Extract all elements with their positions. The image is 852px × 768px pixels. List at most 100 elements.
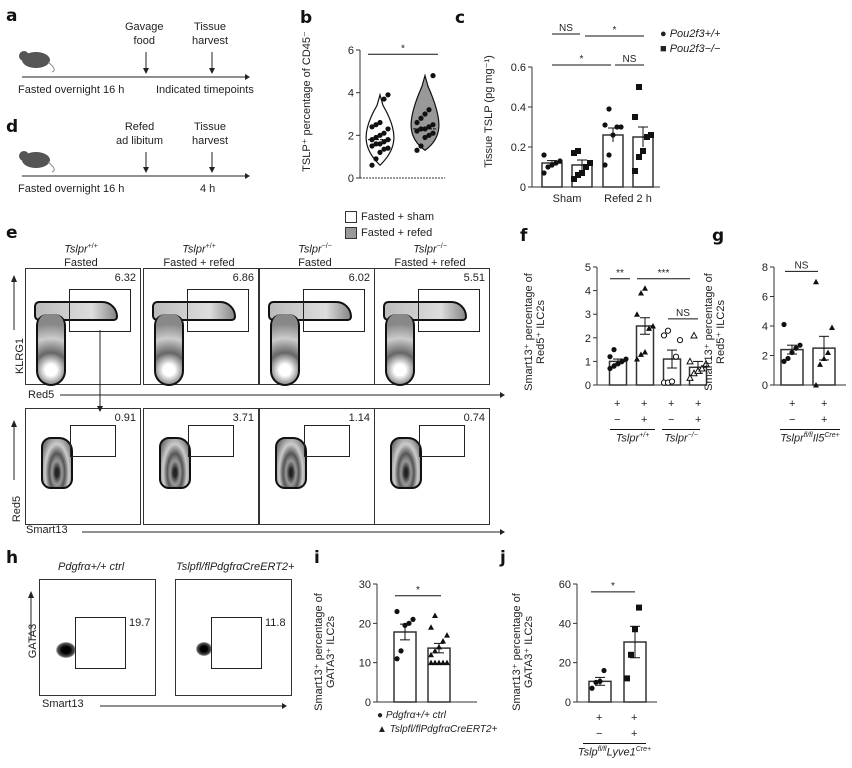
data-point bbox=[575, 148, 581, 154]
a-left: Fasted overnight 16 h bbox=[18, 84, 125, 96]
group-underline bbox=[583, 743, 646, 744]
data-point bbox=[381, 96, 387, 102]
timelines bbox=[19, 51, 250, 179]
significance-label: * bbox=[401, 43, 405, 54]
fasted-sign: + bbox=[614, 398, 621, 410]
refed-sign: − bbox=[596, 728, 603, 740]
data-point bbox=[377, 132, 383, 138]
y-tick-label: 0.6 bbox=[511, 62, 526, 74]
data-point bbox=[829, 324, 835, 330]
e-top-xlabel: Red5 bbox=[28, 389, 55, 401]
data-point bbox=[444, 632, 450, 638]
data-point bbox=[373, 134, 379, 141]
data-point bbox=[369, 143, 375, 149]
significance-label: * bbox=[416, 585, 420, 596]
significance-label: NS bbox=[623, 54, 637, 65]
data-point bbox=[385, 145, 391, 151]
group-underline bbox=[610, 429, 655, 430]
e-column-title: Tslpr+/+Fasted + refed bbox=[163, 243, 235, 269]
data-point bbox=[607, 354, 613, 360]
data-point bbox=[436, 643, 442, 650]
x-tick-label: Refed 2 h bbox=[604, 193, 652, 205]
significance-label: * bbox=[613, 25, 617, 36]
flow-plot-e-bottom: 3.71 bbox=[143, 408, 259, 525]
data-point bbox=[426, 124, 432, 130]
data-point bbox=[638, 289, 644, 296]
data-point bbox=[610, 132, 616, 138]
data-point bbox=[668, 378, 676, 385]
y-tick-label: 60 bbox=[559, 579, 571, 591]
data-point bbox=[373, 156, 379, 162]
panel-g-label: g bbox=[712, 226, 725, 246]
data-point bbox=[587, 160, 593, 166]
flow-plot-e-bottom: 0.91 bbox=[25, 408, 141, 525]
a-step1: Gavage food bbox=[125, 21, 164, 47]
panel-j-label: j bbox=[500, 548, 506, 568]
j-ylabel: Smart13⁺ percentage of GATA3⁺ ILC2s bbox=[511, 593, 535, 711]
data-point bbox=[418, 126, 424, 132]
data-point bbox=[611, 363, 617, 369]
data-point bbox=[549, 162, 555, 168]
data-point bbox=[428, 659, 434, 666]
data-point bbox=[385, 137, 391, 143]
refed-sign: + bbox=[641, 414, 648, 426]
panel-f-label: f bbox=[520, 226, 528, 246]
data-point bbox=[636, 154, 642, 160]
data-point bbox=[440, 659, 446, 666]
data-point bbox=[623, 356, 629, 362]
panel-i-label: i bbox=[314, 548, 320, 568]
data-point bbox=[436, 659, 442, 666]
flow-plot-h-ctrl: 19.7 bbox=[39, 579, 156, 696]
data-point bbox=[414, 147, 420, 153]
h-xlabel: Smart13 bbox=[42, 698, 84, 710]
data-point bbox=[430, 130, 436, 136]
data-point bbox=[426, 132, 432, 138]
significance-label: *** bbox=[658, 268, 670, 279]
data-point bbox=[583, 164, 589, 170]
y-tick-label: 0.2 bbox=[511, 142, 526, 154]
refed-sign: − bbox=[614, 414, 621, 426]
data-point bbox=[618, 124, 624, 130]
e-axis-arrows bbox=[11, 275, 505, 535]
data-point bbox=[640, 148, 646, 154]
y-tick-label: 0 bbox=[762, 380, 768, 392]
b-legend-2: Fasted + refed bbox=[345, 227, 432, 240]
refed-sign: − bbox=[668, 414, 675, 426]
panel-a-label: a bbox=[6, 6, 18, 26]
y-tick-label: 6 bbox=[348, 45, 354, 57]
data-point bbox=[410, 616, 416, 622]
data-point bbox=[381, 146, 387, 152]
data-point bbox=[385, 92, 391, 98]
y-tick-label: 2 bbox=[585, 333, 591, 345]
panel-c-label: c bbox=[455, 8, 466, 28]
data-point bbox=[615, 361, 621, 367]
data-point bbox=[541, 170, 547, 176]
refed-sign: + bbox=[631, 728, 638, 740]
data-point bbox=[373, 141, 379, 147]
data-point bbox=[601, 667, 607, 674]
flow-plot-e-top: 6.86 bbox=[143, 268, 259, 386]
c-legend-1: ● Pou2f3+/+ bbox=[660, 28, 721, 40]
y-tick-label: 3 bbox=[585, 309, 591, 321]
significance-label: ** bbox=[616, 268, 624, 279]
data-point bbox=[369, 162, 375, 168]
data-point bbox=[406, 620, 412, 626]
a-right: Indicated timepoints bbox=[156, 84, 254, 96]
x-tick-label: Sham bbox=[553, 193, 582, 205]
data-point bbox=[571, 150, 577, 156]
data-point bbox=[422, 134, 428, 141]
data-point bbox=[686, 373, 694, 381]
flow-plot-e-bottom: 1.14 bbox=[259, 408, 375, 525]
data-point bbox=[606, 152, 612, 158]
data-point bbox=[422, 126, 428, 132]
panel-b-label: b bbox=[300, 8, 313, 28]
data-point bbox=[614, 124, 620, 130]
data-point bbox=[676, 337, 684, 344]
data-point bbox=[650, 323, 656, 329]
group-underline bbox=[780, 429, 840, 430]
data-point bbox=[369, 137, 375, 143]
data-point bbox=[648, 132, 654, 138]
